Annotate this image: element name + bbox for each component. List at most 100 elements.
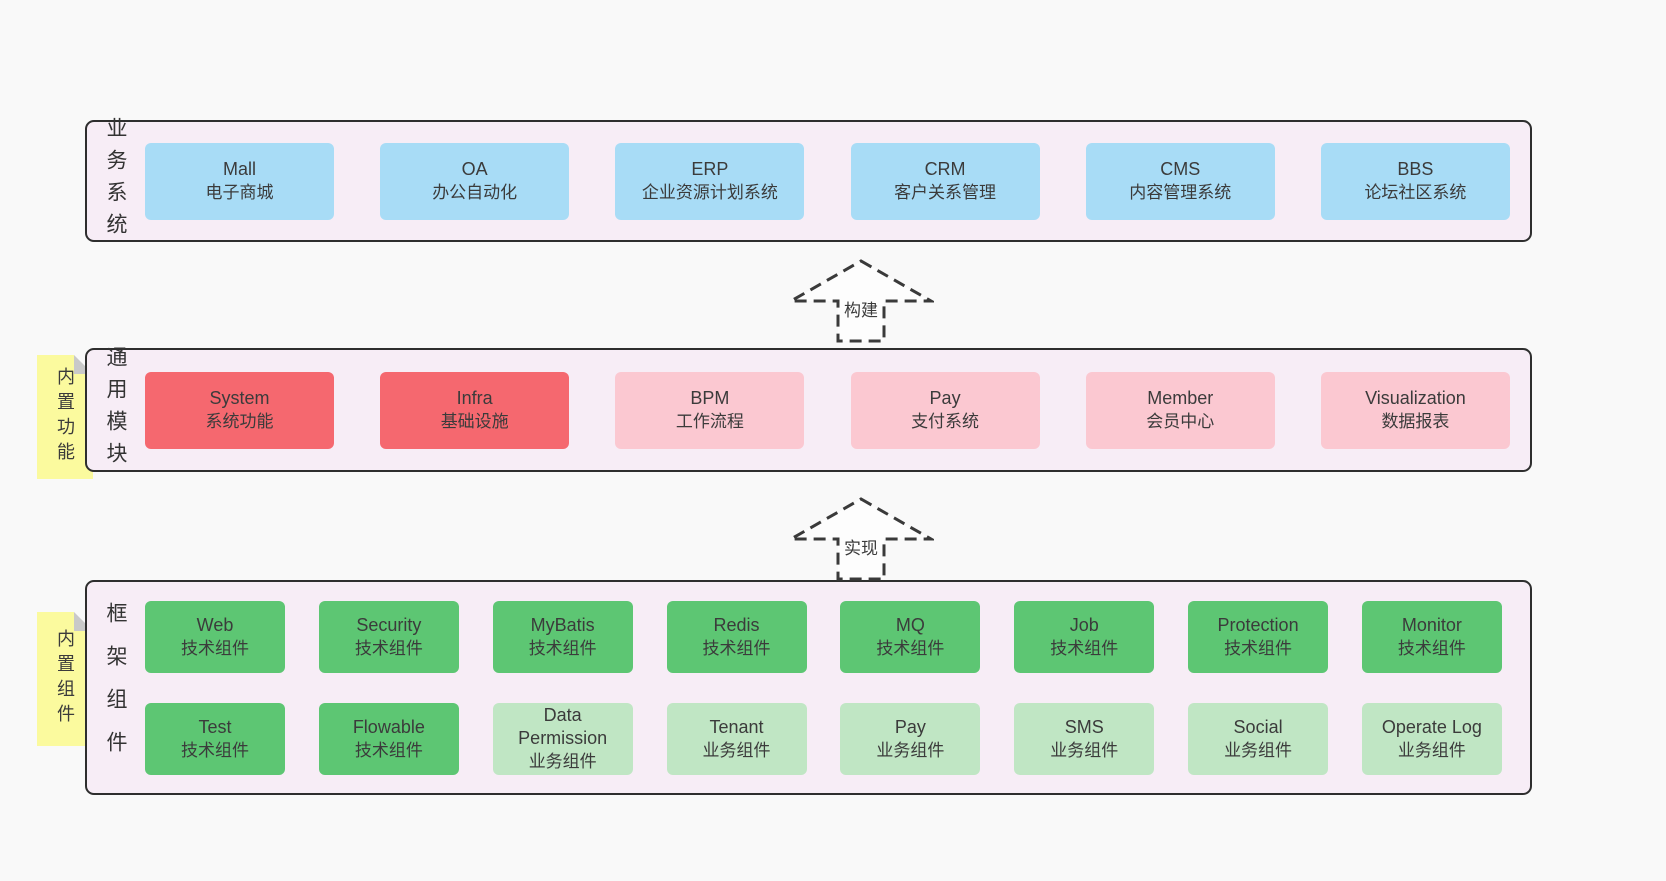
box-web-en: Web xyxy=(196,614,234,635)
modules-boxes-row: System 系统功能 Infra 基础设施 BPM 工作流程 Pay 支付系统… xyxy=(145,371,1530,449)
box-operate-log-en: Operate Log xyxy=(1381,716,1482,737)
box-visualization-en: Visualization xyxy=(1365,388,1466,408)
box-erp-zh: 企业资源计划系统 xyxy=(641,183,778,202)
band-modules-label: 通用模块 xyxy=(104,346,127,474)
box-tenant-zh: 业务组件 xyxy=(702,740,771,760)
arrow-implement-label: 实现 xyxy=(841,533,881,559)
box-data-permission: Data Permission 业务组件 xyxy=(492,702,633,775)
framework-row-1: Web 技术组件 Security 技术组件 MyBatis 技术组件 Redi… xyxy=(145,600,1502,673)
box-sms: SMS 业务组件 xyxy=(1014,702,1155,775)
box-web: Web 技术组件 xyxy=(145,600,285,673)
box-protection-zh: 技术组件 xyxy=(1224,638,1293,658)
box-monitor: Monitor 技术组件 xyxy=(1361,600,1502,673)
box-operate-log: Operate Log 业务组件 xyxy=(1361,702,1502,775)
box-mall-en: Mall xyxy=(222,159,256,179)
box-mq-en: MQ xyxy=(895,614,925,635)
box-mybatis: MyBatis 技术组件 xyxy=(492,600,633,673)
box-security-zh: 技术组件 xyxy=(354,638,423,658)
box-security: Security 技术组件 xyxy=(318,600,459,673)
box-mybatis-zh: 技术组件 xyxy=(528,638,597,658)
box-redis-zh: 技术组件 xyxy=(702,638,771,658)
box-redis: Redis 技术组件 xyxy=(666,600,807,673)
box-social-zh: 业务组件 xyxy=(1224,740,1293,760)
box-web-zh: 技术组件 xyxy=(181,638,249,658)
box-infra-zh: 基础设施 xyxy=(440,412,509,431)
box-bbs-zh: 论坛社区系统 xyxy=(1364,183,1467,202)
box-crm-en: CRM xyxy=(924,159,966,179)
framework-row-2: Test 技术组件 Flowable 技术组件 Data Permission … xyxy=(145,702,1502,775)
box-erp: ERP 企业资源计划系统 xyxy=(615,142,805,220)
band-business-label: 业务系统 xyxy=(104,117,127,245)
note-built-in-components-text: 内置组件 xyxy=(55,629,75,729)
box-monitor-en: Monitor xyxy=(1401,614,1462,635)
box-sms-zh: 业务组件 xyxy=(1050,740,1119,760)
box-mq-zh: 技术组件 xyxy=(876,638,945,658)
box-flowable: Flowable 技术组件 xyxy=(318,702,459,775)
box-mybatis-en: MyBatis xyxy=(530,614,595,635)
arrow-implement: 实现 xyxy=(788,496,934,582)
box-pay-module-en: Pay xyxy=(929,388,961,408)
note-built-in-features: 内置功能 xyxy=(37,355,93,479)
box-infra: Infra 基础设施 xyxy=(380,371,570,449)
box-job-en: Job xyxy=(1069,614,1099,635)
box-crm: CRM 客户关系管理 xyxy=(850,142,1040,220)
business-boxes-row: Mall 电子商城 OA 办公自动化 ERP 企业资源计划系统 CRM 客户关系… xyxy=(145,142,1530,220)
box-member-en: Member xyxy=(1147,388,1214,408)
box-system-en: System xyxy=(209,388,270,408)
box-pay-component: Pay 业务组件 xyxy=(840,702,981,775)
box-sms-en: SMS xyxy=(1064,716,1104,737)
box-system-zh: 系统功能 xyxy=(205,412,274,431)
box-protection-en: Protection xyxy=(1217,614,1299,635)
box-flowable-en: Flowable xyxy=(352,716,425,737)
box-system: System 系统功能 xyxy=(145,371,334,449)
box-bbs-en: BBS xyxy=(1397,159,1434,179)
box-oa-en: OA xyxy=(461,159,488,179)
box-cms-zh: 内容管理系统 xyxy=(1129,183,1232,202)
box-tenant-en: Tenant xyxy=(709,716,764,737)
arrow-build-label: 构建 xyxy=(841,295,881,321)
box-pay-component-en: Pay xyxy=(894,716,926,737)
box-security-en: Security xyxy=(356,614,422,635)
box-bpm-en: BPM xyxy=(690,388,730,408)
box-job: Job 技术组件 xyxy=(1014,600,1155,673)
box-flowable-zh: 技术组件 xyxy=(354,740,423,760)
box-cms-en: CMS xyxy=(1160,159,1201,179)
band-business-systems: 业务系统 Mall 电子商城 OA 办公自动化 ERP 企业资源计划系统 CRM… xyxy=(85,117,1532,245)
box-monitor-zh: 技术组件 xyxy=(1397,638,1466,658)
box-visualization-zh: 数据报表 xyxy=(1381,412,1450,431)
band-framework-components: 框架组件 Web 技术组件 Security 技术组件 MyBatis 技术组件… xyxy=(85,580,1532,795)
box-protection: Protection 技术组件 xyxy=(1188,600,1329,673)
box-mall: Mall 电子商城 xyxy=(145,142,334,220)
box-crm-zh: 客户关系管理 xyxy=(894,183,997,202)
box-oa: OA 办公自动化 xyxy=(380,142,570,220)
box-bpm-zh: 工作流程 xyxy=(675,412,744,431)
box-data-permission-en: Data Permission xyxy=(518,705,608,748)
box-visualization: Visualization 数据报表 xyxy=(1320,371,1510,449)
band-framework-label: 框架组件 xyxy=(104,601,127,774)
framework-rows: Web 技术组件 Security 技术组件 MyBatis 技术组件 Redi… xyxy=(145,600,1530,775)
box-tenant: Tenant 业务组件 xyxy=(666,702,807,775)
box-test-zh: 技术组件 xyxy=(181,740,249,760)
box-data-permission-zh: 业务组件 xyxy=(528,752,597,771)
note-built-in-features-text: 内置功能 xyxy=(55,367,75,467)
box-oa-zh: 办公自动化 xyxy=(432,183,518,202)
box-cms: CMS 内容管理系统 xyxy=(1085,142,1275,220)
box-pay-component-zh: 业务组件 xyxy=(876,740,945,760)
box-redis-en: Redis xyxy=(713,614,760,635)
box-social-en: Social xyxy=(1233,716,1283,737)
box-pay-module-zh: 支付系统 xyxy=(911,412,980,431)
box-job-zh: 技术组件 xyxy=(1050,638,1119,658)
box-mall-zh: 电子商城 xyxy=(205,183,274,202)
box-social: Social 业务组件 xyxy=(1188,702,1329,775)
box-erp-en: ERP xyxy=(691,159,729,179)
band-common-modules: 通用模块 System 系统功能 Infra 基础设施 BPM 工作流程 Pay… xyxy=(85,346,1532,474)
box-test: Test 技术组件 xyxy=(145,702,285,775)
box-operate-log-zh: 业务组件 xyxy=(1397,740,1466,760)
box-infra-en: Infra xyxy=(456,388,493,408)
box-member-zh: 会员中心 xyxy=(1146,412,1215,431)
box-bpm: BPM 工作流程 xyxy=(615,371,805,449)
box-mq: MQ 技术组件 xyxy=(840,600,981,673)
box-bbs: BBS 论坛社区系统 xyxy=(1320,142,1510,220)
box-pay-module: Pay 支付系统 xyxy=(850,371,1040,449)
